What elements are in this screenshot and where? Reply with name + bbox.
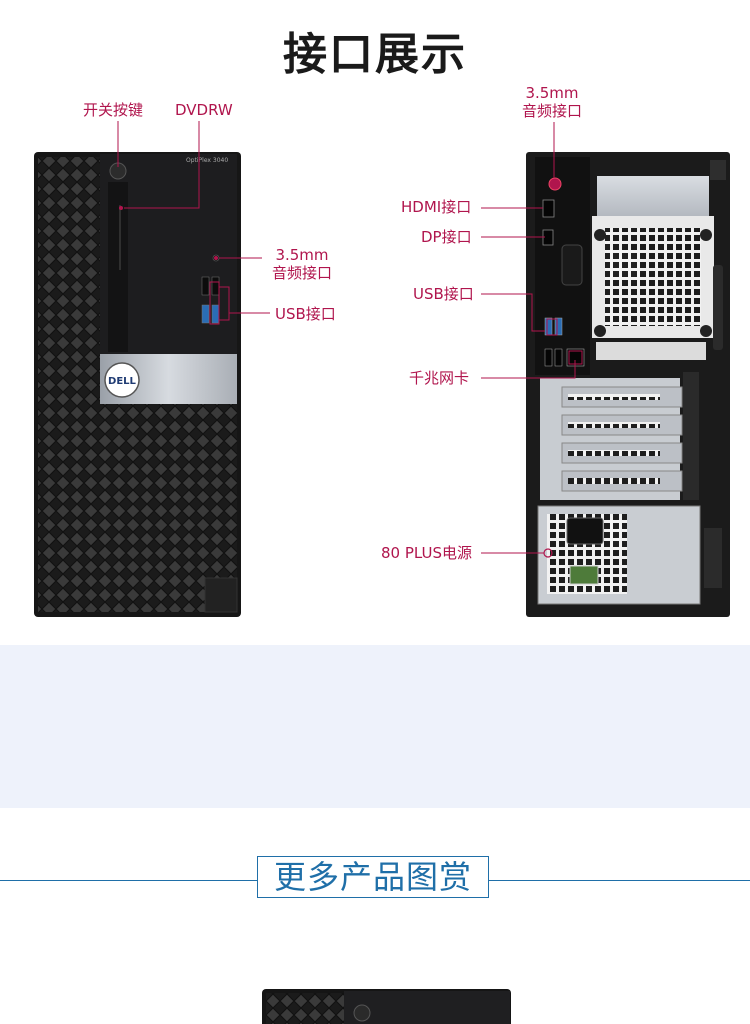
front-callouts [117, 121, 270, 325]
label-power-button: 开关按键 [83, 101, 144, 119]
gallery-divider-left [0, 880, 257, 881]
rear-usb3-1 [544, 317, 553, 336]
label-gigabit-lan: 千兆网卡 [409, 369, 470, 387]
rear-usb3-2 [554, 317, 563, 336]
front-mesh-bottom [100, 404, 237, 612]
rear-hdmi-port [542, 199, 555, 218]
psu-power-socket [566, 517, 604, 545]
label-front-usb: USB接口 [275, 305, 336, 323]
rear-callouts [481, 122, 583, 554]
label-front-audio: 3.5mm 音频接口 [262, 246, 342, 282]
front-model-text: OptiPlex 3040 [186, 157, 228, 164]
rear-audio-jack [548, 177, 562, 191]
front-tower: OptiPlex 3040 DELL [34, 152, 241, 617]
gallery-heading: 更多产品图赏 [257, 856, 489, 898]
label-rear-audio-line2: 音频接口 [521, 102, 582, 120]
label-rear-audio: 3.5mm 音频接口 [512, 84, 592, 120]
front-usb2-1 [201, 276, 210, 296]
rear-usb2-1 [544, 348, 553, 367]
rear-tower [526, 152, 730, 617]
front-usb2-2 [211, 276, 220, 296]
front-usb3-2 [211, 304, 220, 324]
label-psu: 80 PLUS电源 [381, 544, 473, 562]
spacer-band [0, 645, 750, 808]
label-dvdrw: DVDRW [175, 101, 233, 119]
label-hdmi: HDMI接口 [401, 198, 472, 216]
front-mesh-left [38, 157, 100, 612]
front-usb3-1 [201, 304, 210, 324]
dell-logo [104, 362, 140, 398]
dell-logo-text: DELL [108, 376, 137, 387]
rear-usb2-2 [554, 348, 563, 367]
label-dp: DP接口 [421, 228, 472, 246]
label-rear-usb: USB接口 [413, 285, 474, 303]
gallery-divider-right [489, 880, 750, 881]
gallery-preview-tower [262, 989, 511, 1024]
label-rear-audio-line1: 3.5mm [525, 84, 579, 102]
page-title: 接口展示 [283, 29, 467, 80]
rear-fan-grille [605, 228, 701, 326]
label-front-audio-line2: 音频接口 [271, 264, 332, 282]
label-front-audio-line1: 3.5mm [275, 246, 329, 264]
